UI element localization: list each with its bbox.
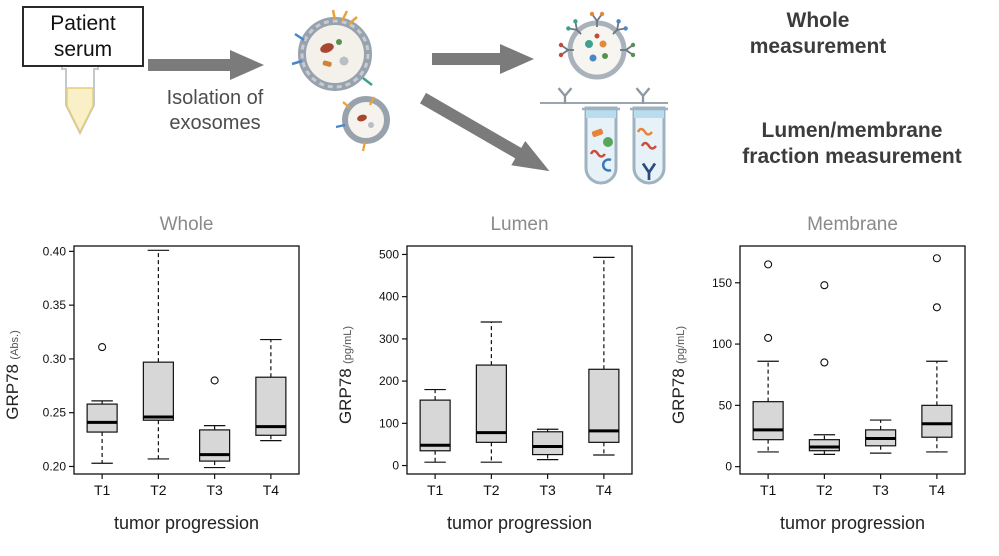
- svg-text:200: 200: [379, 374, 399, 388]
- svg-text:T1: T1: [94, 482, 111, 498]
- lumen-tube-icon: [582, 106, 620, 185]
- svg-text:500: 500: [379, 247, 399, 261]
- antibody-icon: [566, 19, 582, 35]
- y-axis-label: GRP78 (pg/mL): [333, 260, 359, 490]
- y-axis-label-text: GRP78: [669, 367, 688, 424]
- svg-text:100: 100: [379, 416, 399, 430]
- svg-text:T4: T4: [263, 482, 280, 498]
- antibody-icon: [612, 19, 628, 35]
- svg-text:T3: T3: [872, 482, 889, 498]
- svg-text:T3: T3: [206, 482, 223, 498]
- isolation-of-exosomes-label: Isolation of exosomes: [166, 87, 264, 134]
- x-axis-label: tumor progression: [446, 513, 593, 533]
- y-axis-label-text: GRP78: [336, 367, 355, 424]
- svg-text:0.40: 0.40: [43, 244, 67, 258]
- svg-text:T3: T3: [539, 482, 556, 498]
- fraction-tubes-icon: [582, 106, 668, 185]
- exosome-small-icon: [335, 96, 390, 152]
- svg-text:0.25: 0.25: [43, 406, 67, 420]
- arrow-diagonal-icon: [420, 92, 550, 172]
- antibody-icon: [635, 87, 651, 104]
- membrane-tube-icon: [630, 106, 668, 185]
- svg-text:0.20: 0.20: [43, 459, 67, 473]
- svg-text:0: 0: [392, 459, 399, 473]
- y-axis-unit-text: (pg/mL): [675, 325, 687, 364]
- svg-text:150: 150: [712, 276, 732, 290]
- arrow-right-icon: [148, 50, 264, 80]
- antibody-icon: [558, 42, 574, 58]
- y-axis-label: GRP78 (Abs.): [0, 260, 26, 490]
- svg-text:T1: T1: [760, 482, 777, 498]
- chart-title-membrane: Membrane: [666, 214, 999, 238]
- patient-serum-label: Patient serum: [22, 6, 144, 68]
- svg-text:50: 50: [719, 398, 733, 412]
- y-axis-label-text: GRP78: [3, 363, 22, 420]
- workflow-diagram: [61, 9, 668, 185]
- chart-title-whole: Whole: [0, 214, 333, 238]
- svg-text:T1: T1: [427, 482, 444, 498]
- svg-text:T2: T2: [816, 482, 833, 498]
- svg-text:100: 100: [712, 337, 732, 351]
- antibody-icon: [557, 87, 573, 104]
- svg-text:0: 0: [725, 460, 732, 474]
- fraction-measurement-label: Lumen/membrane fraction measurement: [742, 119, 962, 169]
- serum-tube-icon: [61, 61, 99, 136]
- antibody-icon: [589, 11, 605, 27]
- arrow-right-icon: [432, 44, 534, 74]
- chart-title-lumen: Lumen: [333, 214, 666, 238]
- svg-text:T2: T2: [150, 482, 167, 498]
- svg-text:T4: T4: [929, 482, 946, 498]
- svg-text:400: 400: [379, 290, 399, 304]
- x-axis-label: tumor progression: [779, 513, 926, 533]
- y-axis-unit-text: (pg/mL): [342, 325, 354, 364]
- y-axis-unit-text: (Abs.): [9, 329, 21, 360]
- svg-text:300: 300: [379, 332, 399, 346]
- svg-text:0.35: 0.35: [43, 298, 67, 312]
- svg-text:T4: T4: [596, 482, 613, 498]
- x-axis-label: tumor progression: [113, 513, 260, 533]
- whole-measurement-label: Whole measurement: [749, 9, 887, 59]
- svg-text:T2: T2: [483, 482, 500, 498]
- svg-text:0.30: 0.30: [43, 352, 67, 366]
- captured-exosome-icon: [540, 11, 668, 104]
- exosome-icon: [291, 9, 373, 91]
- antibody-icon: [620, 42, 636, 58]
- y-axis-label: GRP78 (pg/mL): [666, 260, 692, 490]
